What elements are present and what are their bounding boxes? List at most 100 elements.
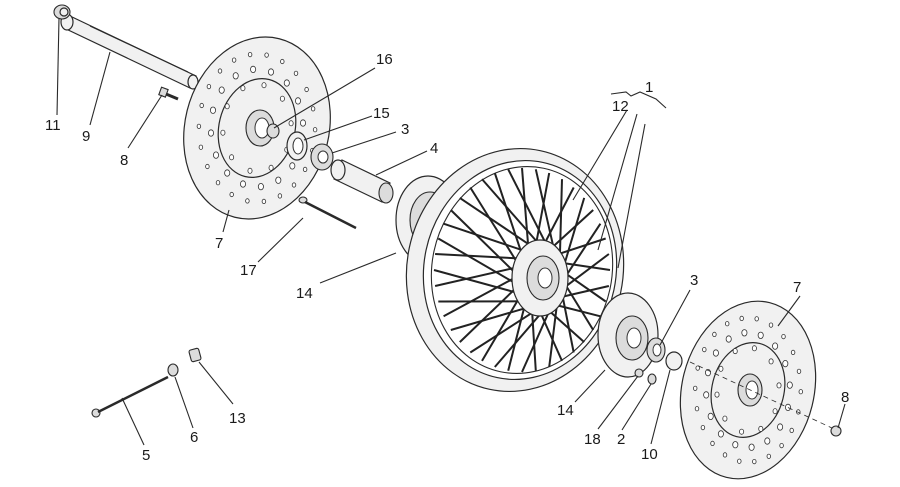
spoke [549, 209, 594, 250]
spoke [481, 178, 542, 247]
spoke [507, 303, 527, 371]
disc-hole [250, 65, 257, 74]
spoke [507, 168, 549, 249]
callout-9: 9 [82, 128, 90, 145]
callout-3-left: 3 [401, 121, 409, 138]
disc-hole [215, 180, 221, 186]
disc-hole [768, 322, 774, 328]
disc-hole [718, 365, 724, 372]
axle-nut [53, 4, 71, 20]
disc-hole [277, 193, 283, 199]
disc-hole [240, 85, 246, 92]
disc-hole [247, 167, 253, 174]
spoke [560, 291, 575, 353]
disc-hole [751, 345, 757, 352]
spoke [546, 307, 585, 343]
spoke [556, 237, 607, 256]
disc-hole [725, 335, 732, 343]
right-disc-holes [693, 315, 803, 465]
spoke [553, 303, 601, 318]
disc-hole [212, 151, 219, 159]
hub-flange-right [597, 292, 659, 378]
disc-hole [206, 84, 212, 90]
disc-hole [209, 106, 216, 114]
disc-hole [782, 359, 789, 368]
callout-12: 12 [612, 98, 629, 115]
leader-lines [56, 17, 846, 446]
disc-hole [293, 70, 299, 76]
disc-hole [283, 79, 290, 87]
spoke [542, 187, 575, 247]
wheel-rim [405, 147, 625, 393]
disc-hole [229, 154, 235, 161]
spoke [493, 172, 524, 257]
disc-hole [712, 349, 719, 357]
disc-hole [739, 315, 744, 321]
disc-hole [217, 68, 223, 74]
spoke [560, 261, 611, 271]
callout-5: 5 [142, 447, 150, 464]
spoke [443, 222, 527, 253]
disc-hole [279, 95, 285, 102]
spacer-right [665, 351, 683, 371]
spoke [459, 197, 534, 249]
disc-hole [786, 381, 793, 389]
disc-hole [781, 333, 786, 340]
disc-hole [764, 437, 771, 445]
disc-hole [220, 129, 226, 136]
nut-2 [647, 373, 657, 385]
disc-hole [288, 120, 294, 127]
spoke [450, 305, 530, 331]
disc-hole [198, 144, 204, 150]
disc-hole [693, 385, 698, 391]
disc-hole [710, 440, 715, 446]
spoke [562, 281, 595, 331]
disc-hole [218, 86, 225, 94]
disc-hole [268, 164, 274, 171]
disc-hole [732, 348, 738, 355]
spoke [494, 308, 546, 368]
callout-17: 17 [240, 262, 257, 279]
callout-6: 6 [190, 429, 198, 446]
callout-4: 4 [430, 140, 438, 157]
disc-hole [703, 391, 710, 399]
disc-hole [247, 51, 253, 58]
disc-hole [261, 82, 267, 89]
left-brake-disc [183, 36, 331, 220]
callout-2: 2 [617, 431, 625, 448]
spoke [563, 223, 602, 280]
disc-hole [695, 365, 700, 371]
axle [60, 13, 199, 90]
disc-hole [777, 423, 784, 431]
disc-hole [789, 427, 794, 433]
spoke [450, 209, 517, 275]
spoke [534, 169, 556, 253]
disc-hole [264, 52, 269, 58]
spoke [538, 309, 563, 362]
bearing-left [310, 143, 334, 171]
disc-hole [737, 458, 742, 464]
spoke [433, 269, 520, 295]
disc-hole [796, 368, 802, 374]
left-disc-holes [196, 51, 318, 204]
seal [286, 131, 308, 161]
callout-15: 15 [373, 105, 390, 122]
long-bolt [298, 196, 357, 230]
spoke [521, 167, 530, 250]
disc-hole [694, 406, 700, 412]
disc-hole [275, 176, 282, 184]
callout-7-right: 7 [793, 279, 801, 296]
right-brake-disc [679, 300, 817, 480]
spoke [459, 286, 518, 343]
spoke [563, 271, 607, 303]
callout-13: 13 [229, 410, 246, 427]
disc-hole [207, 129, 214, 137]
valve-nut [167, 363, 179, 377]
disc-hole [779, 442, 784, 449]
spoke [548, 299, 559, 368]
disc-hole [291, 182, 297, 188]
spoke [435, 253, 522, 260]
wheel-spokes [433, 167, 611, 373]
disc-hole [257, 183, 264, 191]
